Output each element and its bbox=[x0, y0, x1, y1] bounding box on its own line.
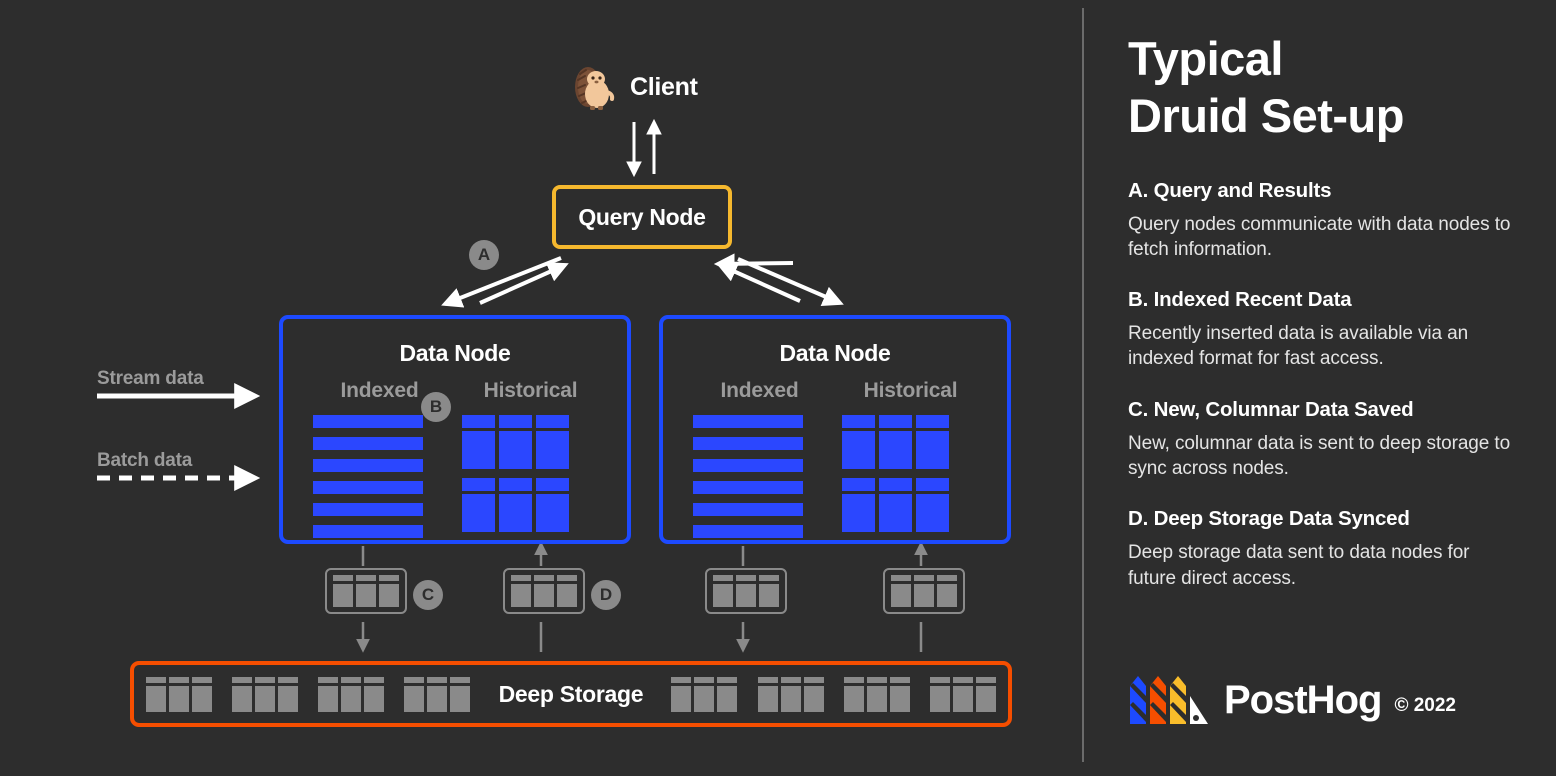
columnar-data-icon bbox=[705, 568, 787, 614]
storage-group bbox=[146, 676, 212, 712]
historical-column bbox=[536, 478, 569, 532]
historical-column bbox=[879, 415, 912, 469]
historical-column bbox=[842, 478, 875, 532]
historical-section-left: Historical bbox=[462, 379, 599, 538]
brand-name: PostHog bbox=[1224, 677, 1382, 722]
legend-body: Query nodes communicate with data nodes … bbox=[1128, 213, 1511, 260]
brand-copyright: © 2022 bbox=[1394, 695, 1456, 716]
columnar-data-icon bbox=[503, 568, 585, 614]
badge-a: A bbox=[469, 240, 499, 270]
deep-storage-bar[interactable]: Deep Storage bbox=[130, 661, 1012, 727]
batch-data-label: Batch data bbox=[97, 450, 193, 471]
panel-divider bbox=[1082, 8, 1084, 762]
diagram-canvas: Client Query Node Data Node Indexed bbox=[97, 62, 1012, 727]
badge-d: D bbox=[591, 580, 621, 610]
query-node-label: Query Node bbox=[578, 203, 706, 230]
indexed-title: Indexed bbox=[340, 379, 419, 402]
brand-group: PostHog © 2022 bbox=[1128, 672, 1456, 728]
legend-panel: Typical Druid Set-up A. Query and Result… bbox=[1128, 30, 1528, 617]
legend-body: New, columnar data is sent to deep stora… bbox=[1128, 432, 1511, 479]
legend-body: Recently inserted data is available via … bbox=[1128, 323, 1469, 370]
indexed-bar bbox=[313, 525, 423, 538]
client-label: Client bbox=[630, 72, 698, 101]
historical-block bbox=[842, 478, 979, 532]
storage-group bbox=[671, 676, 738, 712]
data-node-right[interactable]: Data Node Indexed Historical bbox=[659, 315, 1011, 544]
legend-heading: B. Indexed Recent Data bbox=[1128, 288, 1352, 312]
indexed-bar bbox=[313, 459, 423, 472]
stream-data-label: Stream data bbox=[97, 368, 204, 389]
page-title: Typical Druid Set-up bbox=[1128, 30, 1528, 145]
legend-body: Deep storage data sent to data nodes for… bbox=[1128, 542, 1470, 589]
historical-column bbox=[462, 478, 495, 532]
query-node-box[interactable]: Query Node bbox=[552, 185, 732, 249]
columnar-data-icon bbox=[883, 568, 965, 614]
indexed-bar bbox=[693, 481, 803, 494]
indexed-bar bbox=[693, 459, 803, 472]
indexed-bar bbox=[693, 437, 803, 450]
storage-group bbox=[404, 676, 471, 712]
badge-c: C bbox=[413, 580, 443, 610]
historical-block bbox=[462, 415, 599, 469]
storage-group bbox=[929, 676, 996, 712]
posthog-logo-icon bbox=[1130, 676, 1208, 724]
historical-column bbox=[916, 415, 949, 469]
legend-heading: D. Deep Storage Data Synced bbox=[1128, 507, 1410, 531]
storage-group bbox=[757, 676, 824, 712]
badge-b: B bbox=[421, 392, 451, 422]
indexed-bar bbox=[693, 503, 803, 516]
legend-heading: A. Query and Results bbox=[1128, 178, 1332, 202]
deep-storage-label: Deep Storage bbox=[498, 680, 644, 707]
hedgehog-mascot-icon bbox=[575, 67, 615, 110]
columnar-data-icon bbox=[325, 568, 407, 614]
historical-column bbox=[499, 478, 532, 532]
historical-column bbox=[879, 478, 912, 532]
historical-section-right: Historical bbox=[842, 379, 979, 538]
historical-column bbox=[499, 415, 532, 469]
indexed-bars bbox=[311, 415, 448, 538]
indexed-bar bbox=[313, 481, 423, 494]
historical-grid bbox=[842, 415, 979, 532]
indexed-bar bbox=[693, 525, 803, 538]
historical-block bbox=[842, 415, 979, 469]
data-node-title: Data Node bbox=[779, 340, 891, 366]
historical-title: Historical bbox=[863, 379, 958, 402]
legend-list: A. Query and Results Query nodes communi… bbox=[1128, 179, 1528, 591]
historical-grid bbox=[462, 415, 599, 532]
legend-item-d: D. Deep Storage Data Synced Deep storage… bbox=[1128, 507, 1528, 591]
indexed-bar bbox=[693, 415, 803, 428]
data-node-left[interactable]: Data Node Indexed Historical bbox=[279, 315, 631, 544]
indexed-bar bbox=[313, 503, 423, 516]
indexed-bar bbox=[313, 415, 423, 428]
connector-arrows bbox=[97, 118, 928, 653]
legend-item-a: A. Query and Results Query nodes communi… bbox=[1128, 179, 1528, 263]
page-title-line2: Druid Set-up bbox=[1128, 89, 1404, 143]
historical-column bbox=[536, 415, 569, 469]
legend-item-b: B. Indexed Recent Data Recently inserted… bbox=[1128, 288, 1528, 372]
indexed-section-left: Indexed bbox=[311, 379, 448, 538]
client-group: Client bbox=[570, 62, 698, 112]
historical-column bbox=[462, 415, 495, 469]
legend-heading: C. New, Columnar Data Saved bbox=[1128, 397, 1414, 421]
storage-group bbox=[232, 676, 299, 712]
historical-block bbox=[462, 478, 599, 532]
historical-title: Historical bbox=[483, 379, 578, 402]
historical-column bbox=[842, 415, 875, 469]
historical-column bbox=[916, 478, 949, 532]
legend-item-c: C. New, Columnar Data Saved New, columna… bbox=[1128, 398, 1528, 482]
indexed-section-right: Indexed bbox=[691, 379, 828, 538]
indexed-bars bbox=[691, 415, 828, 538]
indexed-title: Indexed bbox=[720, 379, 799, 402]
page-title-line1: Typical bbox=[1128, 32, 1283, 85]
data-node-title: Data Node bbox=[399, 340, 511, 366]
indexed-bar bbox=[313, 437, 423, 450]
storage-group bbox=[843, 676, 910, 712]
storage-group bbox=[318, 676, 385, 712]
